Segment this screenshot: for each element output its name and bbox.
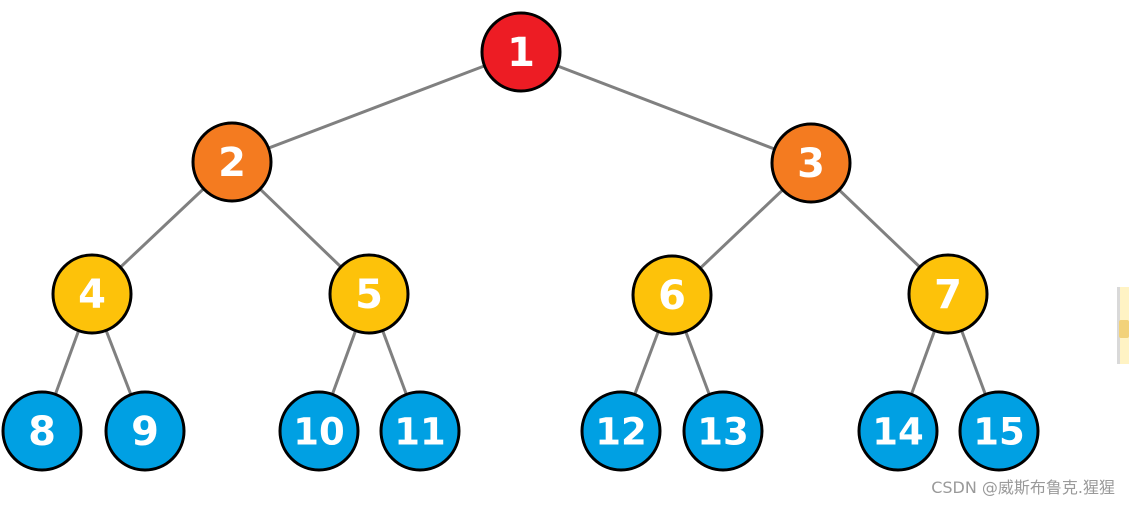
tree-node-7: 7: [907, 253, 989, 335]
tree-node-10: 10: [278, 390, 360, 472]
edge-1-2: [231, 50, 522, 164]
node-label-7: 7: [934, 272, 962, 318]
node-label-2: 2: [218, 140, 246, 186]
node-circle-12: [580, 390, 662, 472]
node-label-6: 6: [658, 273, 686, 319]
tree-node-13: 13: [682, 390, 764, 472]
node-circle-4: [51, 253, 133, 335]
tree-node-14: 14: [857, 390, 939, 472]
tree-node-4: 4: [51, 253, 133, 335]
tree-node-6: 6: [631, 254, 713, 336]
node-label-15: 15: [973, 411, 1025, 454]
node-label-1: 1: [507, 30, 535, 76]
tree-node-1: 1: [480, 11, 562, 93]
node-label-10: 10: [293, 411, 345, 454]
node-circle-13: [682, 390, 764, 472]
tree-edges: [40, 50, 1001, 432]
node-label-13: 13: [697, 411, 749, 454]
node-label-12: 12: [595, 411, 647, 454]
tree-node-15: 15: [958, 390, 1040, 472]
tree-node-11: 11: [379, 390, 461, 472]
node-circle-14: [857, 390, 939, 472]
node-label-8: 8: [28, 409, 56, 455]
tree-node-3: 3: [770, 122, 852, 204]
cropped-edge-mark: [1119, 320, 1129, 338]
node-circle-2: [191, 121, 273, 203]
node-label-5: 5: [355, 272, 383, 318]
watermark-text: CSDN @威斯布鲁克.猩猩: [931, 478, 1115, 497]
tree-node-8: 8: [1, 390, 83, 472]
edge-1-3: [520, 50, 812, 165]
node-circle-1: [480, 11, 562, 93]
node-label-11: 11: [394, 411, 446, 454]
tree-node-5: 5: [328, 253, 410, 335]
tree-node-9: 9: [104, 390, 186, 472]
node-circle-5: [328, 253, 410, 335]
node-label-4: 4: [78, 272, 106, 318]
node-circle-8: [1, 390, 83, 472]
node-circle-3: [770, 122, 852, 204]
tree-node-12: 12: [580, 390, 662, 472]
node-circle-9: [104, 390, 186, 472]
node-circle-10: [278, 390, 360, 472]
node-circle-6: [631, 254, 713, 336]
node-circle-15: [958, 390, 1040, 472]
node-label-9: 9: [131, 409, 159, 455]
node-circle-11: [379, 390, 461, 472]
node-label-3: 3: [797, 141, 825, 187]
node-circle-7: [907, 253, 989, 335]
tree-node-2: 2: [191, 121, 273, 203]
node-label-14: 14: [872, 411, 924, 454]
